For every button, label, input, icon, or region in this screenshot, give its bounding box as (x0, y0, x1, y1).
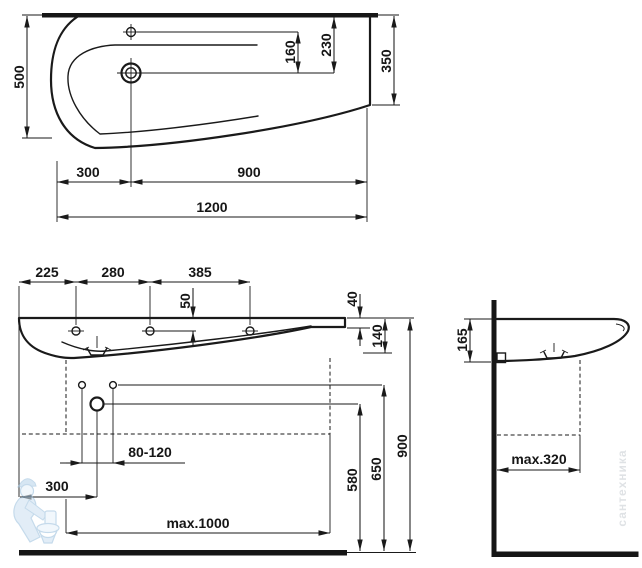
dim-label-385: 385 (188, 264, 212, 280)
floor-bar-front (19, 550, 347, 556)
site-watermark-text: сантехника (615, 449, 629, 526)
clearance-zone-dashed (22, 358, 331, 533)
dim-label-80-120: 80-120 (128, 444, 172, 460)
floor-bar-side (491, 551, 639, 557)
dim-label-900-top: 900 (237, 164, 261, 180)
dim-label-900: 900 (394, 434, 410, 458)
dim-label-650: 650 (368, 457, 384, 481)
dim-bottom-row: 300 900 1200 (56, 108, 368, 222)
dim-label-50: 50 (177, 293, 193, 309)
dim-tap-hole-spacing: 225 280 385 (18, 264, 251, 497)
dim-label-580: 580 (344, 468, 360, 492)
dim-label-1200: 1200 (196, 199, 227, 215)
trap-outlet-hole (89, 396, 358, 497)
dim-wall-to-drain: 230 (318, 17, 337, 73)
faucet-hole-plan (123, 24, 298, 40)
dim-rim-height: 900 (394, 319, 413, 551)
basin-outline-front (17, 316, 347, 360)
toilet-bowl (38, 529, 58, 544)
tap-holes-front (68, 326, 258, 336)
plumber-cap (17, 478, 37, 488)
dim-label-140: 140 (369, 324, 385, 348)
dim-right-depth: 350 (372, 16, 400, 106)
dim-label-280: 280 (101, 264, 125, 280)
dim-rim-to-holes: 50 (177, 288, 196, 345)
front-view: 225 280 385 50 40 140 900 (17, 264, 416, 556)
basin-outline-side (495, 317, 630, 364)
dim-label-160: 160 (282, 40, 298, 64)
dim-label-300-front: 300 (45, 478, 69, 494)
dim-faucet-to-drain: 160 (282, 32, 301, 73)
plumber-watermark-logo (13, 478, 60, 544)
dim-rim-thickness: 40 (344, 291, 414, 346)
wall-section-bar (42, 13, 378, 18)
basin-outline-plan (49, 15, 372, 150)
top-view: 160 230 350 500 300 900 1200 (11, 13, 400, 222)
dim-depth: 500 (11, 16, 52, 139)
dim-fixing-bolt-span: 80-120 (60, 444, 185, 466)
drain-hole-plan (117, 58, 334, 187)
dim-fixing-height: 650 (368, 385, 387, 551)
drain-symbol-front (82, 336, 112, 356)
toilet-seat (36, 522, 60, 534)
dim-label-225: 225 (35, 264, 59, 280)
dim-label-40: 40 (344, 291, 360, 307)
plumber-head (19, 483, 35, 499)
side-view: 165 max.320 (454, 300, 639, 557)
dim-label-350: 350 (378, 49, 394, 73)
dim-trap-offset-max: max.1000 (66, 515, 330, 536)
wall-bracket (496, 352, 507, 364)
dim-projection-max: max.320 (497, 360, 581, 473)
dim-label-165: 165 (454, 328, 470, 352)
dim-rim-to-underside: 165 (454, 318, 497, 363)
fixing-holes (77, 380, 382, 463)
drain-symbol-side (539, 343, 569, 359)
wall-bar-side (491, 300, 497, 557)
dim-label-500: 500 (11, 65, 27, 89)
dim-basin-depth: 140 (363, 319, 392, 354)
dim-label-max1000: max.1000 (166, 515, 229, 531)
plumber-arm (24, 499, 48, 521)
dim-label-230: 230 (318, 33, 334, 57)
dim-trap-height: 580 (344, 404, 363, 551)
plumber-body (13, 495, 41, 543)
dim-label-max320: max.320 (511, 451, 566, 467)
dim-label-300-top: 300 (76, 164, 100, 180)
